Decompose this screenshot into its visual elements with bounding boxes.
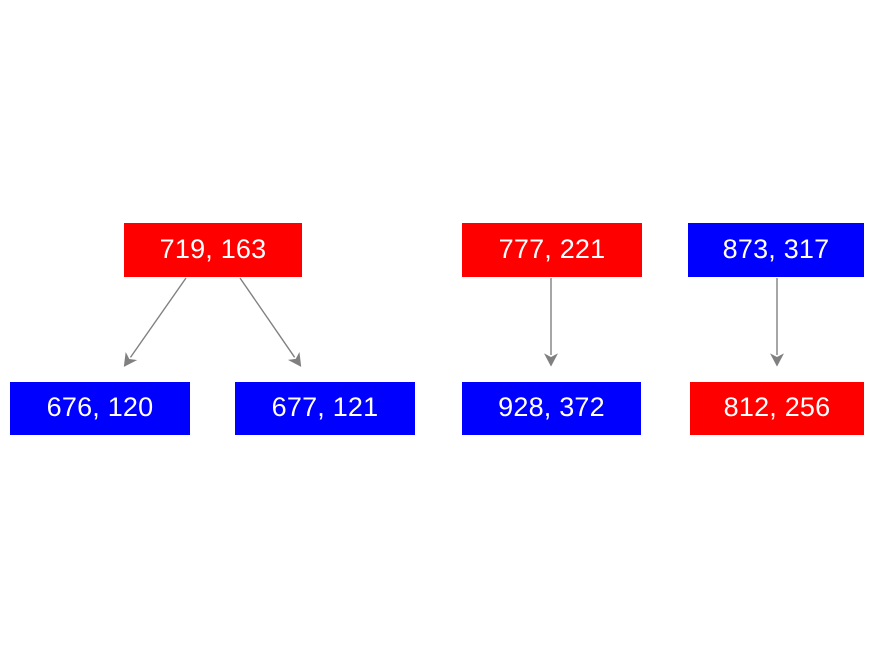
- node-n4[interactable]: 777, 221: [462, 223, 642, 277]
- node-n3[interactable]: 677, 121: [235, 382, 415, 435]
- node-n6[interactable]: 873, 317: [688, 223, 864, 277]
- node-label: 676, 120: [46, 392, 154, 422]
- node-label: 812, 256: [723, 392, 831, 422]
- edges-group: [123, 277, 784, 367]
- node-label: 719, 163: [159, 233, 267, 264]
- node-label: 928, 372: [498, 392, 605, 422]
- node-label: 873, 317: [722, 233, 830, 264]
- edge-n1-to-n2: [123, 277, 187, 367]
- node-n1[interactable]: 719, 163: [124, 223, 302, 277]
- node-n7[interactable]: 812, 256: [690, 382, 864, 435]
- node-label: 677, 121: [271, 392, 379, 422]
- edge-n1-to-n3: [239, 277, 302, 367]
- node-n5[interactable]: 928, 372: [462, 382, 641, 435]
- node-n2[interactable]: 676, 120: [10, 382, 190, 435]
- node-label: 777, 221: [498, 233, 606, 264]
